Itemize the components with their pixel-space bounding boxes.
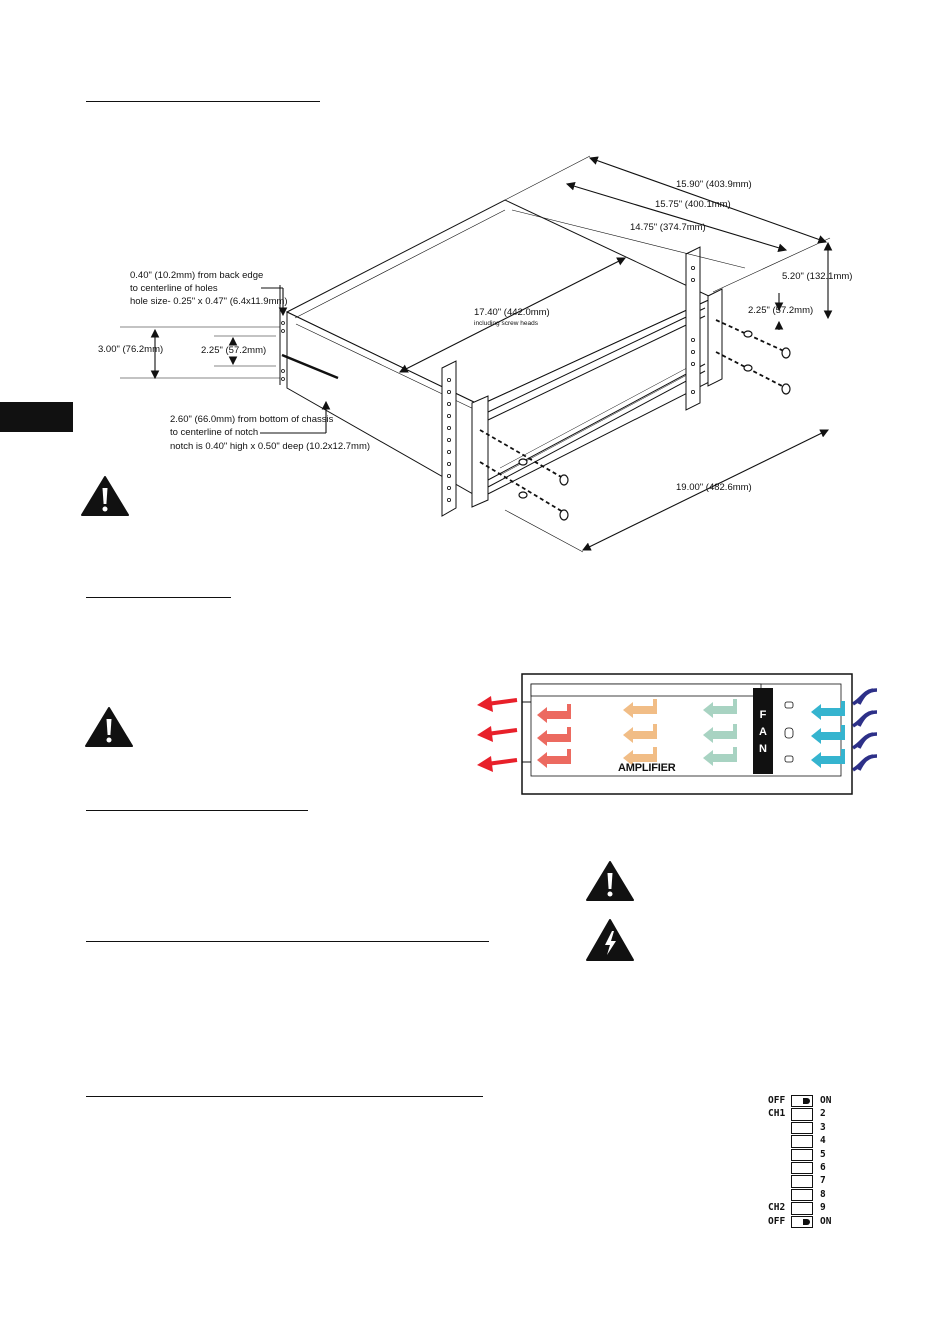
ambient-air-arrow [852, 732, 874, 750]
section-rule-rack-mounting [86, 101, 320, 102]
airflow-arrow [623, 747, 657, 766]
exhaust-arrowhead [477, 756, 493, 772]
rear-hole-note-1: 0.40" (10.2mm) from back edge [130, 270, 264, 281]
airflow-diagram [477, 673, 878, 795]
dip-switch-slot[interactable] [791, 1202, 813, 1215]
dip-right-label: 2 [820, 1108, 826, 1120]
rack-dimension-diagram [120, 155, 833, 553]
dim-height: 5.20" (132.1mm) [782, 271, 853, 282]
dip-switch-lever [803, 1218, 810, 1225]
notch-note-2: to centerline of notch [170, 427, 259, 438]
exhaust-arrowhead [477, 726, 493, 742]
airflow-arrow [623, 724, 657, 743]
dip-switch-slot[interactable] [791, 1121, 813, 1135]
fan-label: F A N [753, 707, 773, 758]
dip-switch-slot[interactable] [791, 1162, 813, 1175]
dip-right-label: 5 [820, 1148, 826, 1160]
notch-note-3: notch is 0.40" high x 0.50" deep (10.2x1… [170, 441, 371, 452]
dim-width-body: 17.40" (442.0mm) [474, 307, 550, 318]
notch-note-1: 2.60" (66.0mm) from bottom of chassis [170, 414, 334, 425]
dip-switch-lever [803, 1098, 810, 1104]
airflow-arrow [703, 724, 737, 743]
dip-right-label: 3 [820, 1121, 826, 1133]
dip-switch-slot[interactable] [791, 1215, 813, 1228]
airflow-arrow [811, 725, 845, 744]
dim-rear-inner-spacing: 2.25" (57.2mm) [201, 345, 267, 356]
dip-switch-slot[interactable] [791, 1108, 813, 1121]
dip-right-label: 4 [820, 1135, 826, 1147]
dip-switch-slot[interactable] [791, 1148, 813, 1161]
dip-left-label: CH2 [768, 1202, 786, 1214]
dip-right-label: ON [820, 1215, 832, 1227]
airflow-arrow [537, 727, 571, 746]
fan-letter: A [759, 726, 767, 738]
fan-letter: F [759, 709, 767, 721]
dip-left-label: CH1 [768, 1108, 786, 1120]
dim-width-body-note: including screw heads [474, 320, 538, 327]
dim-width-rack: 19.00" (482.6mm) [676, 482, 752, 493]
dip-right-label: 6 [820, 1162, 826, 1173]
airflow-arrow [703, 747, 737, 766]
dim-depth-ears: 15.75" (400.1mm) [655, 199, 731, 210]
dip-switch-slot[interactable] [791, 1188, 813, 1202]
dip-left-label: OFF [768, 1215, 786, 1227]
ambient-air-arrow [852, 688, 874, 706]
electric-shock-icon [586, 919, 634, 961]
dim-rear-outer-spacing: 3.00" (76.2mm) [98, 344, 164, 355]
section-rule-4 [86, 941, 489, 942]
rear-hole-note-3: hole size- 0.25" x 0.47" (6.4x11.9mm) [130, 296, 288, 307]
exhaust-arrow [486, 698, 518, 706]
dip-right-label: 7 [820, 1175, 826, 1187]
rear-hole-note-2: to centerline of holes [130, 283, 218, 294]
airflow-arrow [623, 699, 657, 718]
airflow-arrow [537, 749, 571, 768]
dip-right-label: ON [820, 1095, 832, 1106]
dim-depth-body: 14.75" (374.7mm) [630, 222, 706, 233]
dip-right-label: 8 [820, 1188, 826, 1200]
fan-letter: N [759, 743, 767, 755]
dip-switch-slot[interactable] [791, 1175, 813, 1188]
dip-switch-slot[interactable] [791, 1135, 813, 1148]
dip-left-label: OFF [768, 1095, 786, 1106]
airflow-arrow [811, 749, 845, 768]
airflow-arrow [537, 704, 571, 723]
section-rule-5 [86, 1096, 483, 1097]
dip-switch-slot[interactable] [791, 1095, 813, 1108]
warning-icon [81, 476, 129, 516]
warning-icon [85, 707, 133, 747]
amplifier-label: AMPLIFIER [618, 762, 676, 774]
warning-icon [586, 861, 634, 901]
airflow-arrow [811, 701, 845, 720]
dim-depth-total: 15.90" (403.9mm) [676, 179, 752, 190]
chapter-tab [0, 402, 73, 432]
dim-ear-spacing-right: 2.25" (57.2mm) [748, 305, 814, 316]
dip-right-label: 9 [820, 1202, 826, 1214]
exhaust-arrowhead [477, 696, 493, 712]
airflow-arrow [703, 699, 737, 718]
exhaust-arrow [486, 758, 518, 766]
section-rule-cooling [86, 597, 231, 598]
section-rule-3 [86, 810, 308, 811]
exhaust-arrow [486, 728, 518, 736]
ambient-air-arrow [852, 754, 874, 772]
ambient-air-arrow [852, 710, 874, 728]
